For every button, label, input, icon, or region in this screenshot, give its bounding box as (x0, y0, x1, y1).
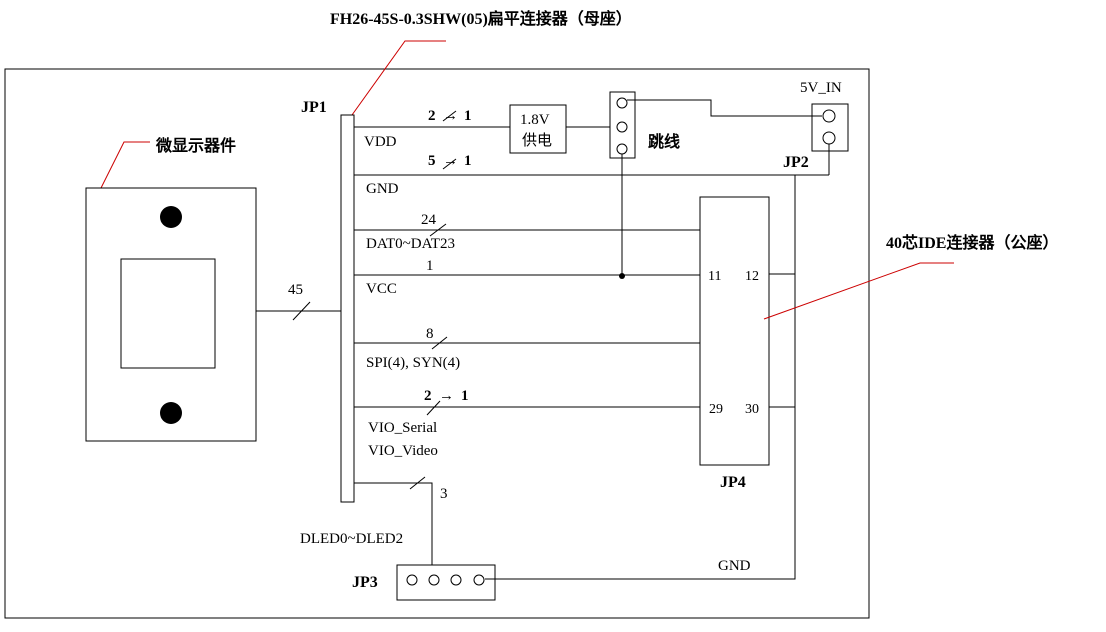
jumper-label: 跳线 (648, 132, 680, 151)
board-outline (4, 68, 870, 619)
jumper-pin-1 (616, 97, 628, 109)
vio-arrow: → (439, 388, 454, 404)
jp3-label: JP3 (352, 574, 378, 591)
jp2-pin-2 (822, 131, 836, 145)
vdd-count: 2 (428, 108, 436, 124)
supply-label-voltage: 1.8V (520, 112, 550, 128)
input-5v-label: 5V_IN (800, 80, 842, 96)
gnd-arrow: → (443, 153, 458, 169)
dat-count: 24 (421, 212, 437, 228)
gnd-count: 5 (428, 153, 436, 169)
connector-title: FH26-45S-0.3SHW(05)扁平连接器（母座） (330, 9, 632, 28)
vio-video-label: VIO_Video (368, 443, 438, 459)
vio-slash (426, 400, 441, 416)
dat-label: DAT0~DAT23 (366, 236, 455, 252)
bus-45-count: 45 (288, 282, 303, 298)
gnd-slash (442, 158, 457, 170)
spi-slash (431, 336, 448, 350)
jumper-to-5v-line (627, 99, 822, 117)
jumper-pin-3 (616, 143, 628, 155)
jp1-label: JP1 (301, 99, 327, 116)
jp4-pin-29: 29 (709, 402, 723, 417)
connector-leader-line (351, 40, 446, 116)
vdd-label: VDD (364, 134, 397, 150)
gnd-right-label: GND (718, 558, 751, 574)
jumper-pin-2 (616, 121, 628, 133)
jp3-pin-2 (428, 574, 440, 586)
vcc-count: 1 (426, 258, 434, 274)
jp3-pin-3 (450, 574, 462, 586)
dat-slash (429, 223, 447, 237)
vio-serial-label: VIO_Serial (368, 420, 437, 436)
display-window (120, 258, 216, 369)
vio-to: 1 (461, 388, 469, 404)
jp2-header (811, 103, 849, 152)
microdisplay-device (85, 187, 257, 442)
jp3-pin-1 (406, 574, 418, 586)
jp3-header (396, 564, 496, 601)
gnd-to: 1 (464, 153, 472, 169)
supply-label-text: 供电 (522, 132, 552, 149)
jp3-pin-4 (473, 574, 485, 586)
jumper-header (609, 91, 636, 159)
spi-count: 8 (426, 326, 434, 342)
jp4-connector (699, 196, 770, 466)
supply-1v8-box (509, 104, 567, 154)
microdisplay-label: 微显示器件 (155, 136, 236, 155)
bus-45-slash (292, 301, 311, 321)
jp1-connector (340, 114, 355, 503)
vdd-arrow: → (443, 108, 458, 124)
mounting-hole-top (160, 206, 182, 228)
dled-count: 3 (440, 486, 448, 502)
vcc-junction-dot (619, 273, 625, 279)
microdisplay-leader-line (100, 141, 150, 189)
ide-leader-line (763, 262, 954, 320)
vio-count: 2 (424, 388, 432, 404)
jp2-label: JP2 (783, 154, 809, 171)
jp4-pin-12: 12 (745, 269, 759, 284)
dled-slash (409, 476, 426, 490)
gnd-right-trunk (485, 175, 796, 580)
vdd-slash (442, 110, 457, 122)
spi-label: SPI(4), SYN(4) (366, 355, 460, 371)
jp4-pin-30: 30 (745, 402, 759, 417)
vcc-label: VCC (366, 281, 397, 297)
jp2-pin-1 (822, 109, 836, 123)
dled-label: DLED0~DLED2 (300, 531, 403, 547)
gnd-label: GND (366, 181, 399, 197)
dled-line (354, 482, 433, 565)
vdd-to: 1 (464, 108, 472, 124)
jp4-label: JP4 (720, 474, 746, 491)
jp4-pin-11: 11 (708, 269, 721, 284)
mounting-hole-bottom (160, 402, 182, 424)
ide-title: 40芯IDE连接器（公座） (886, 233, 1058, 252)
